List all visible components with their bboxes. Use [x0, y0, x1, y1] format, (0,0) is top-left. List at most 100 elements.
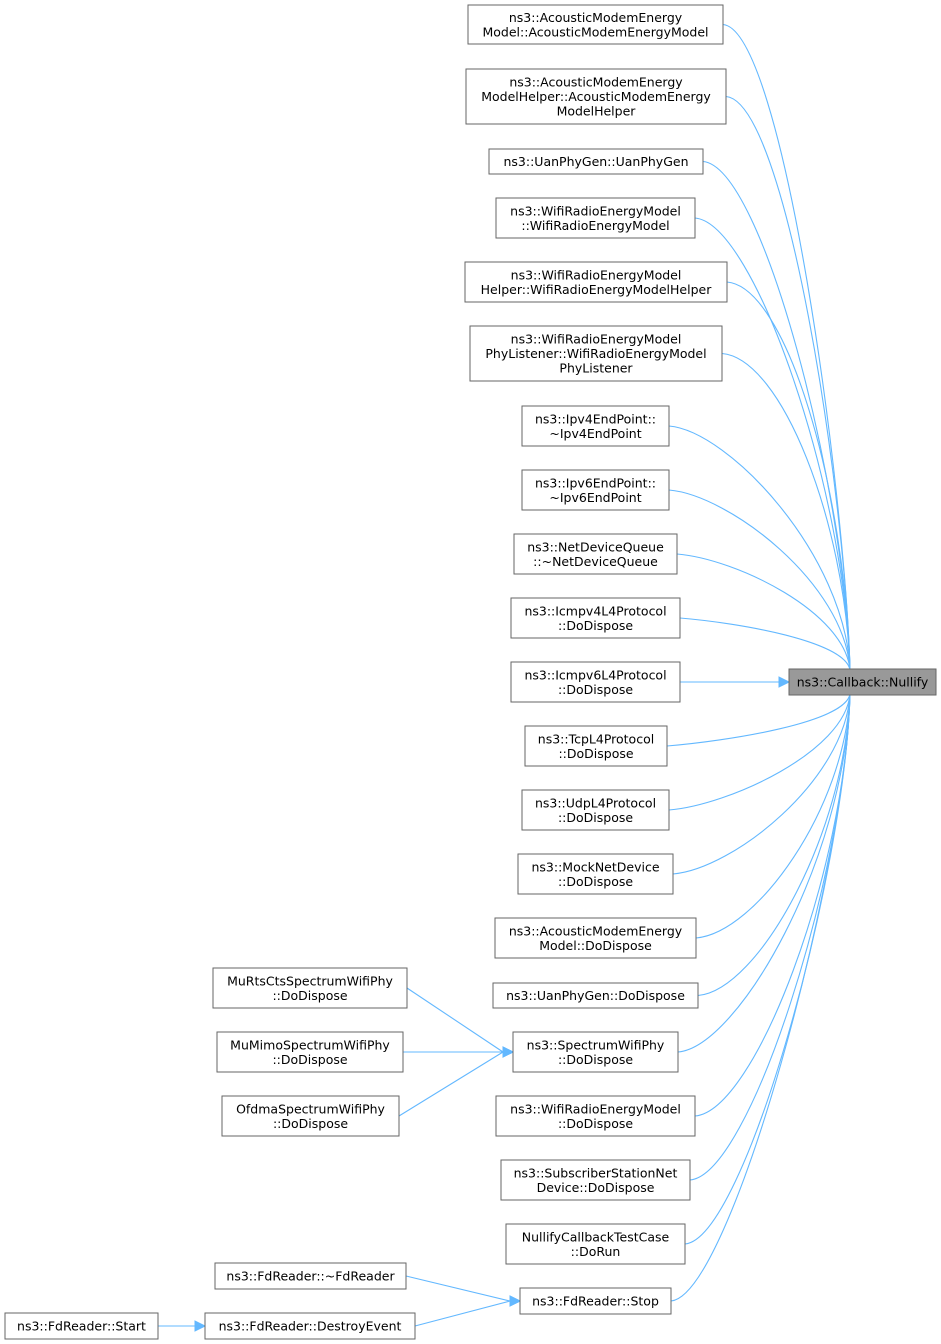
- node-label: ns3::AcousticModemEnergy: [509, 75, 683, 90]
- node-box: [216, 1031, 404, 1073]
- caller-node-n18[interactable]: ns3::WifiRadioEnergyModel::DoDispose: [495, 1095, 696, 1137]
- caller-node-n8[interactable]: ns3::Ipv6EndPoint::~Ipv6EndPoint: [521, 469, 670, 511]
- node-label: ns3::Icmpv6L4Protocol: [524, 667, 666, 682]
- caller-node-n20[interactable]: NullifyCallbackTestCase::DoRun: [505, 1223, 686, 1265]
- node-label: ns3::SubscriberStationNet: [514, 1165, 678, 1180]
- node-label: ns3::UanPhyGen::UanPhyGen: [503, 154, 688, 169]
- caller-node-n10[interactable]: ns3::Icmpv4L4Protocol::DoDispose: [510, 597, 681, 639]
- edge-arrowhead: [502, 1046, 515, 1058]
- node-label: Model::DoDispose: [539, 938, 652, 953]
- caller-node-n1[interactable]: ns3::AcousticModemEnergyModel::AcousticM…: [467, 4, 724, 45]
- edge-line: [676, 553, 851, 671]
- node-label: ns3::FdReader::~FdReader: [226, 1269, 395, 1284]
- edge-n7-to-target: [668, 425, 856, 681]
- caller-node-n23[interactable]: MuMimoSpectrumWifiPhy::DoDispose: [216, 1031, 404, 1073]
- node-label: ::DoRun: [571, 1244, 621, 1259]
- caller-node-n9[interactable]: ns3::NetDeviceQueue::~NetDeviceQueue: [513, 533, 678, 575]
- caller-node-n11[interactable]: ns3::Icmpv6L4Protocol::DoDispose: [510, 661, 681, 703]
- node-label: Helper::WifiRadioEnergyModelHelper: [481, 282, 713, 297]
- edge-n21-to-target: [670, 683, 856, 1302]
- node-label: ModelHelper: [557, 104, 637, 119]
- node-label: ::DoDispose: [558, 618, 633, 633]
- target-node[interactable]: ns3::Callback::Nullify: [788, 668, 937, 696]
- edge-n26-to-n21: [414, 1295, 522, 1327]
- caller-node-n6[interactable]: ns3::WifiRadioEnergyModelPhyListener::Wi…: [469, 325, 723, 382]
- node-box: [521, 469, 670, 511]
- caller-node-n27[interactable]: ns3::FdReader::Start: [4, 1312, 159, 1340]
- node-label: ::DoDispose: [558, 1052, 633, 1067]
- node-label: ns3::WifiRadioEnergyModel: [511, 267, 682, 282]
- node-box: [510, 661, 681, 703]
- node-label: ns3::Icmpv4L4Protocol: [524, 603, 666, 618]
- caller-node-n17[interactable]: ns3::SpectrumWifiPhy::DoDispose: [512, 1031, 679, 1073]
- edge-line: [666, 693, 851, 747]
- node-box: [519, 1287, 672, 1315]
- node-label: MuRtsCtsSpectrumWifiPhy: [227, 973, 393, 988]
- node-label: ~Ipv4EndPoint: [549, 426, 641, 441]
- caller-node-n14[interactable]: ns3::MockNetDevice::DoDispose: [517, 853, 674, 895]
- node-box: [517, 853, 674, 895]
- node-box: [488, 148, 704, 175]
- edge-line: [702, 160, 851, 671]
- edge-line: [725, 95, 851, 671]
- edge-line: [668, 693, 851, 811]
- node-label: ns3::UdpL4Protocol: [535, 795, 656, 810]
- edge-line: [694, 217, 851, 671]
- node-box: [505, 1223, 686, 1265]
- caller-node-n2[interactable]: ns3::AcousticModemEnergyModelHelper::Aco…: [465, 68, 727, 125]
- caller-node-n16[interactable]: ns3::UanPhyGen::DoDispose: [492, 982, 699, 1009]
- node-box: [500, 1159, 691, 1201]
- node-label: ::DoDispose: [558, 1116, 633, 1131]
- caller-node-n22[interactable]: MuRtsCtsSpectrumWifiPhy::DoDispose: [212, 967, 408, 1009]
- node-label: ::DoDispose: [558, 874, 633, 889]
- node-box: [465, 68, 727, 125]
- node-box: [510, 597, 681, 639]
- caller-node-n15[interactable]: ns3::AcousticModemEnergyModel::DoDispose: [494, 917, 697, 959]
- node-box: [469, 325, 723, 382]
- caller-node-n4[interactable]: ns3::WifiRadioEnergyModel::WifiRadioEner…: [495, 197, 696, 239]
- caller-node-n26[interactable]: ns3::FdReader::DestroyEvent: [204, 1312, 416, 1340]
- node-box: [512, 1031, 679, 1073]
- node-label: Device::DoDispose: [537, 1180, 655, 1195]
- edge-n2-to-target: [725, 95, 856, 681]
- caller-node-n25[interactable]: ns3::FdReader::~FdReader: [214, 1262, 407, 1290]
- node-label: MuMimoSpectrumWifiPhy: [230, 1037, 390, 1052]
- edge-n27-to-n26: [158, 1320, 207, 1332]
- node-box: [212, 967, 408, 1009]
- caller-node-n19[interactable]: ns3::SubscriberStationNetDevice::DoDispo…: [500, 1159, 691, 1201]
- edge-n11-to-target: [680, 676, 791, 688]
- node-box: [524, 725, 668, 767]
- caller-node-n3[interactable]: ns3::UanPhyGen::UanPhyGen: [488, 148, 704, 175]
- node-box: [788, 668, 937, 696]
- edge-line: [697, 693, 851, 997]
- node-label: PhyListener::WifiRadioEnergyModel: [485, 346, 706, 361]
- node-box: [521, 789, 670, 831]
- node-label: NullifyCallbackTestCase: [522, 1229, 670, 1244]
- edge-arrowhead: [509, 1295, 522, 1307]
- node-label: ::DoDispose: [272, 988, 347, 1003]
- node-label: ns3::AcousticModemEnergy: [509, 10, 683, 25]
- node-label: ::DoDispose: [272, 1052, 347, 1067]
- node-label: ::DoDispose: [558, 682, 633, 697]
- edge-n9-to-target: [676, 553, 856, 680]
- node-box: [495, 197, 696, 239]
- caller-node-n21[interactable]: ns3::FdReader::Stop: [519, 1287, 672, 1315]
- node-label: ns3::WifiRadioEnergyModel: [511, 332, 682, 347]
- caller-node-n12[interactable]: ns3::TcpL4Protocol::DoDispose: [524, 725, 668, 767]
- caller-node-n7[interactable]: ns3::Ipv4EndPoint::~Ipv4EndPoint: [521, 405, 670, 447]
- caller-node-n5[interactable]: ns3::WifiRadioEnergyModelHelper::WifiRad…: [464, 261, 728, 303]
- node-box: [464, 261, 728, 303]
- node-box: [467, 4, 724, 45]
- node-label: ns3::Callback::Nullify: [797, 675, 929, 690]
- caller-node-n13[interactable]: ns3::UdpL4Protocol::DoDispose: [521, 789, 670, 831]
- node-box: [492, 982, 699, 1009]
- edge-line: [668, 489, 851, 671]
- node-label: ns3::MockNetDevice: [531, 859, 659, 874]
- edge-n6-to-target: [721, 352, 856, 681]
- caller-node-n24[interactable]: OfdmaSpectrumWifiPhy::DoDispose: [221, 1095, 400, 1137]
- edge-line: [684, 693, 851, 1245]
- edge-arrowhead: [194, 1320, 207, 1332]
- node-label: Model::AcousticModemEnergyModel: [482, 24, 708, 39]
- edge-n25-to-n21: [405, 1275, 522, 1307]
- edge-line: [405, 1275, 511, 1302]
